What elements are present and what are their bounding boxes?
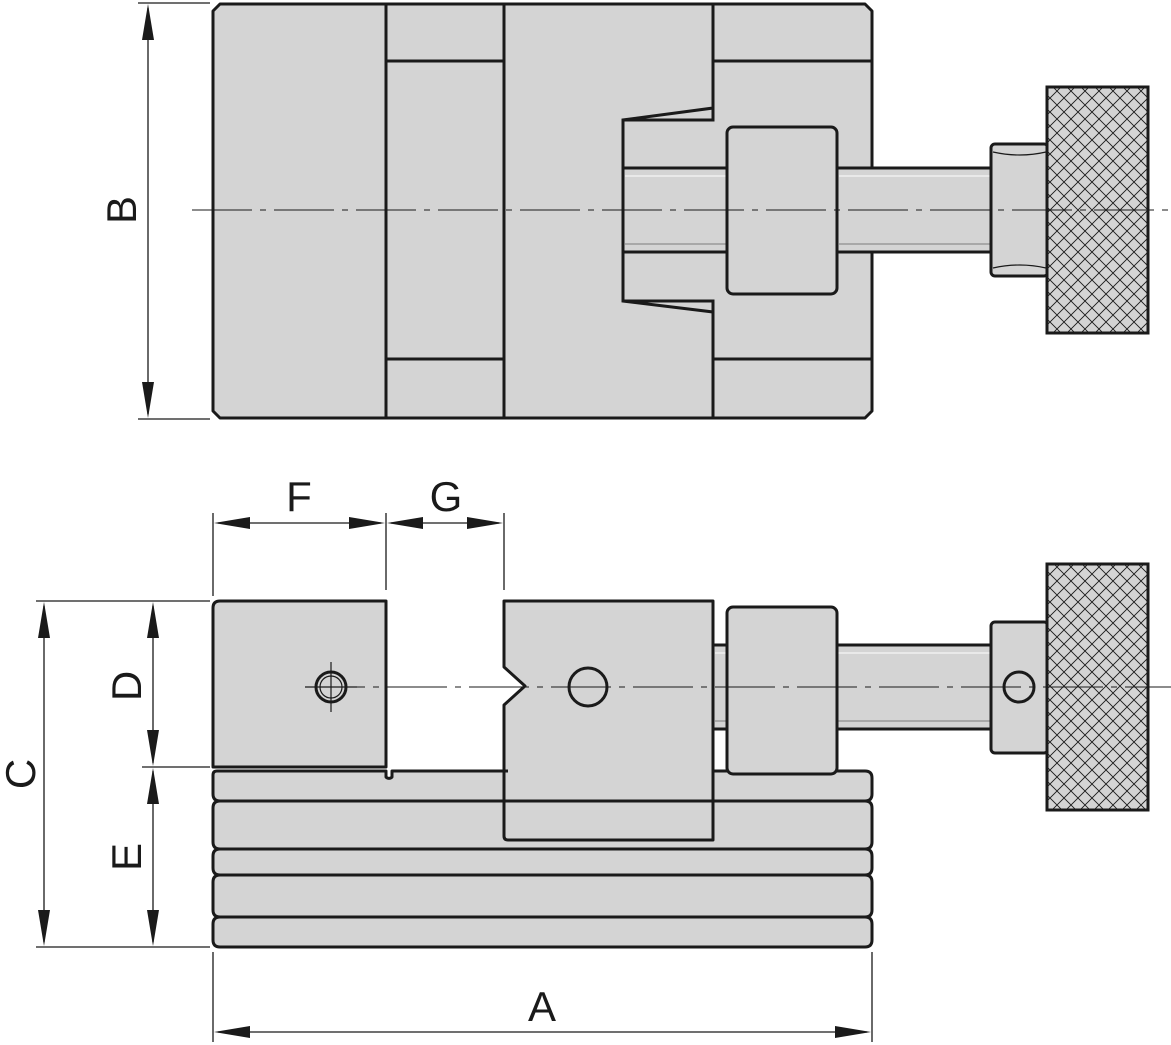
label-c: C — [0, 759, 44, 789]
label-g: G — [430, 473, 463, 520]
front-view-moving-jaw — [502, 599, 715, 842]
dimension-b — [138, 2, 210, 420]
front-view-screw-block — [725, 605, 839, 776]
dimension-a — [212, 952, 873, 1042]
dimension-c — [36, 600, 210, 948]
dimension-d — [142, 602, 210, 768]
dimension-g — [387, 513, 505, 590]
label-d: D — [103, 671, 150, 701]
front-view-base-bottom — [211, 915, 874, 949]
label-a: A — [528, 983, 556, 1030]
top-view — [192, 2, 1171, 420]
front-view-base-lower — [211, 847, 874, 877]
dimension-f — [212, 513, 387, 596]
label-b: B — [98, 196, 145, 224]
label-e: E — [103, 843, 150, 871]
dimension-e — [147, 768, 159, 946]
front-view-fixed-jaw — [211, 599, 388, 769]
front-view — [211, 562, 1171, 949]
label-f: F — [286, 473, 312, 520]
